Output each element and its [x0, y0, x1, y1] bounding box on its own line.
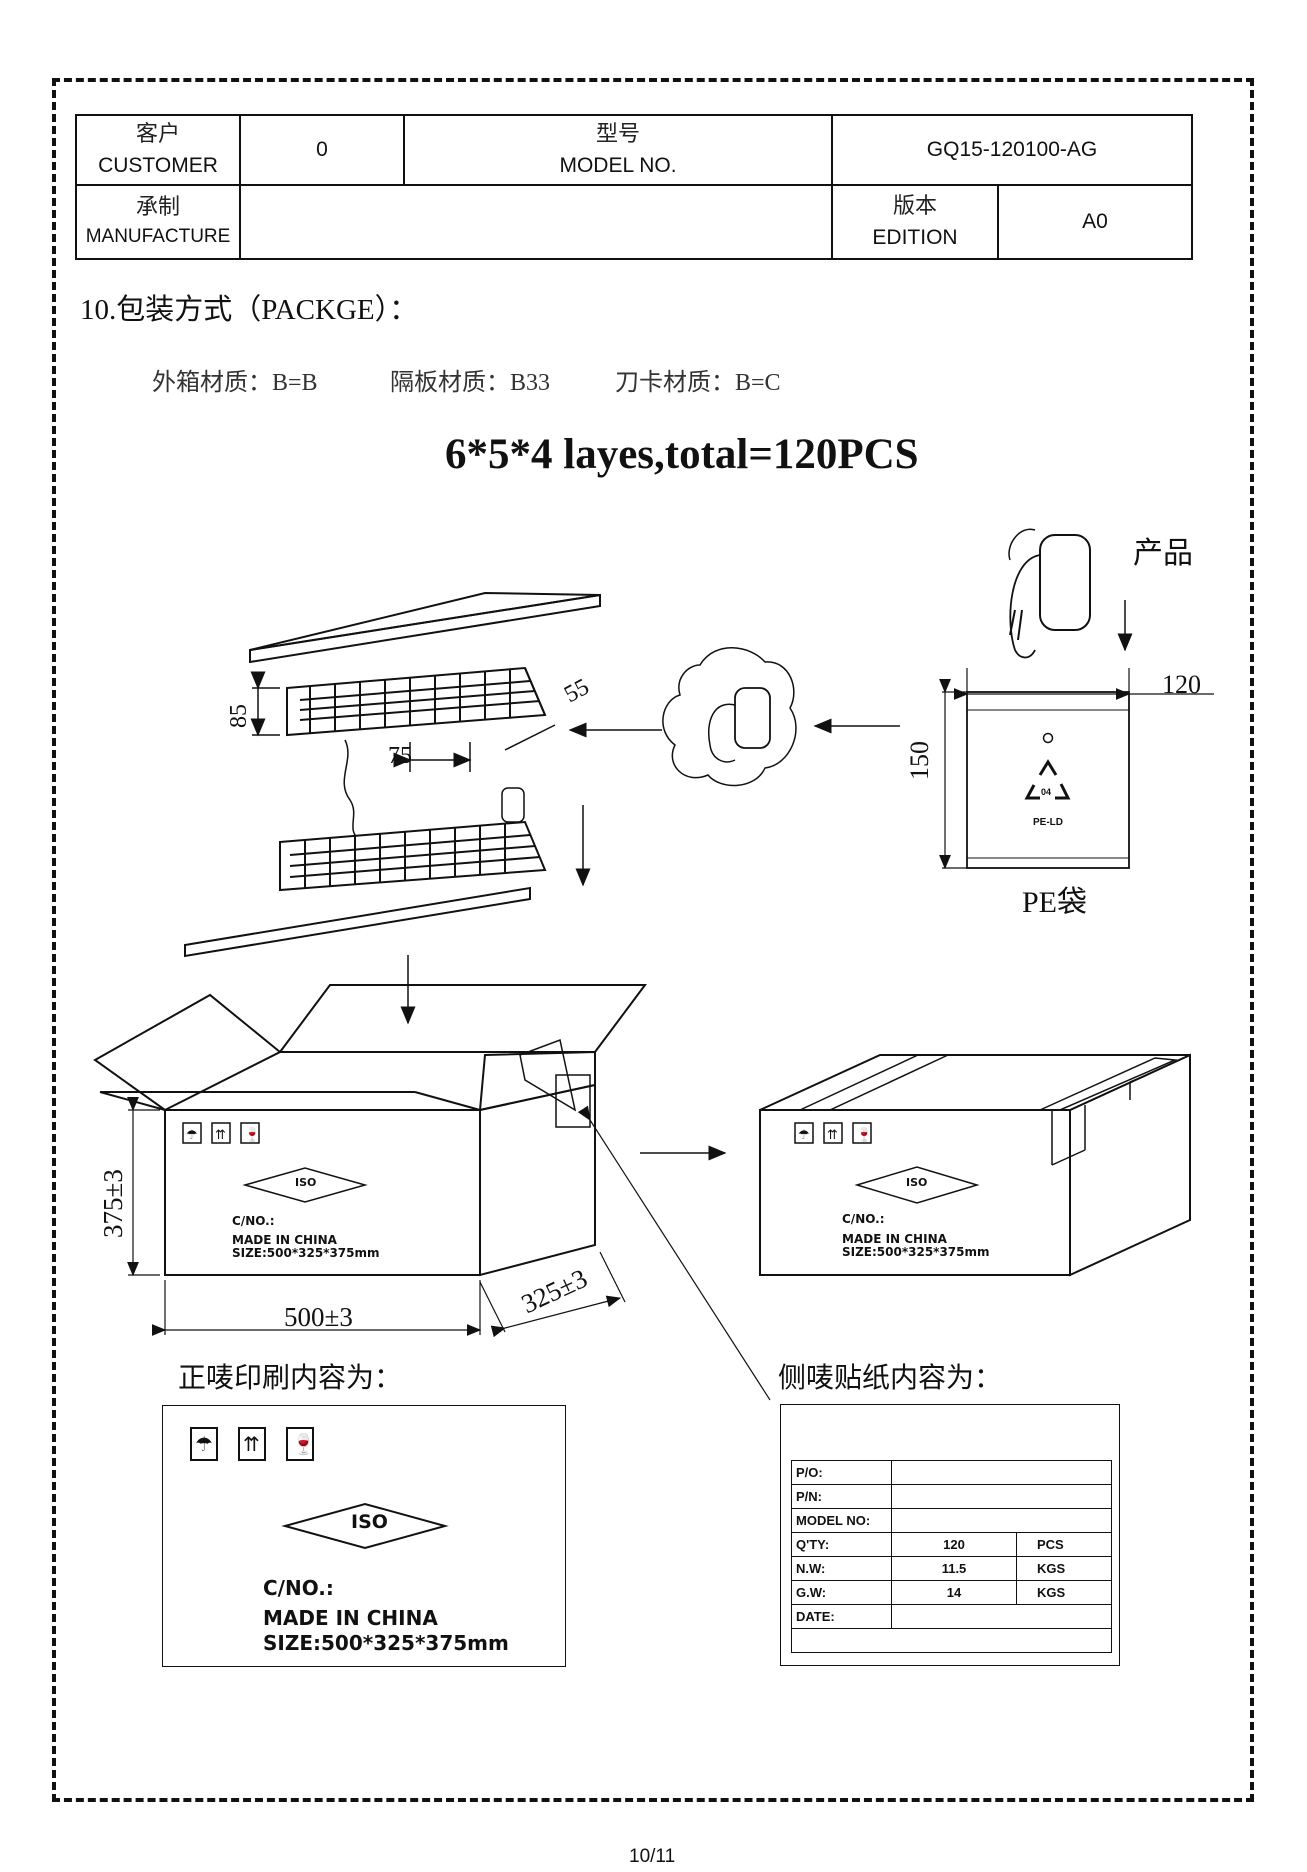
adapter-cloud	[662, 647, 797, 787]
open-box-iso: ISO	[295, 1176, 317, 1189]
material-knife-card: 刀卡材质：B=C	[615, 370, 781, 396]
customer-value: 0	[239, 114, 405, 186]
box-length-dimension: 500±3	[284, 1302, 353, 1332]
pe-bag-label: PE袋	[1022, 886, 1088, 919]
recycle-icon	[1024, 759, 1071, 800]
partition-pitch-dimension: 75	[388, 743, 412, 769]
svg-text:⇈: ⇈	[215, 1127, 226, 1142]
closed-box-made-in: MADE IN CHINA	[842, 1232, 947, 1246]
front-print-title: 正唛印刷内容为：	[178, 1363, 403, 1394]
svg-text:☂: ☂	[195, 1434, 213, 1456]
material-outer-box: 外箱材质：B=B	[152, 370, 318, 396]
lower-partition-grid	[279, 820, 547, 892]
closed-box-cno: C/NO.:	[842, 1212, 885, 1226]
page-border	[52, 78, 1254, 1802]
bag-height-dimension: 150	[905, 741, 934, 780]
upper-partition-grid	[286, 666, 547, 737]
sticker-row: P/O:	[791, 1460, 1112, 1485]
packing-headline: 6*5*4 layes,total=120PCS	[445, 431, 919, 478]
section-title: 10.包装方式（PACKGE）：	[80, 294, 419, 326]
svg-text:⇈: ⇈	[827, 1127, 838, 1142]
material-partition: 隔板材质：B33	[390, 370, 551, 396]
closed-box-size: SIZE:500*325*375mm	[842, 1245, 990, 1259]
sticker-row: P/N:	[791, 1484, 1112, 1509]
front-print-made-in: MADE IN CHINA	[263, 1606, 438, 1630]
front-print-panel: ☂ ⇈ 🍷 ISO C/NO.: MADE IN CHINA SIZE:500*32…	[162, 1405, 566, 1667]
open-box-size: SIZE:500*325*375mm	[232, 1246, 380, 1260]
open-box-cno: C/NO.:	[232, 1214, 275, 1228]
top-board	[249, 593, 601, 664]
partition-height-dimension: 85	[226, 704, 252, 728]
recycle-material: PE-LD	[1033, 817, 1063, 828]
svg-text:🍷: 🍷	[291, 1432, 316, 1456]
front-print-size: SIZE:500*325*375mm	[263, 1631, 509, 1655]
front-print-cno: C/NO.:	[263, 1576, 334, 1600]
bag-width-dimension: 120	[1162, 670, 1201, 699]
svg-text:🍷: 🍷	[244, 1127, 260, 1142]
product-label: 产品	[1133, 537, 1193, 570]
closed-box	[759, 1053, 1191, 1277]
product-adapter-icon	[1008, 528, 1091, 659]
front-print-iso: ISO	[351, 1511, 388, 1533]
open-box	[93, 984, 647, 1277]
small-adapter-icon	[501, 787, 525, 823]
sticker-row: MODEL NO:	[791, 1508, 1112, 1533]
bottom-board	[184, 886, 531, 958]
model-value: GQ15-120100-AG	[831, 114, 1193, 186]
box-height-dimension: 375±3	[98, 1169, 128, 1238]
closed-box-iso: ISO	[906, 1176, 928, 1189]
side-sticker-title: 侧唛贴纸内容为：	[778, 1363, 1003, 1394]
manufacture-value	[239, 184, 833, 260]
svg-text:⇈: ⇈	[243, 1434, 260, 1456]
front-print-graphics: ☂ ⇈ 🍷	[190, 1427, 449, 1550]
svg-text:🍷: 🍷	[856, 1127, 872, 1142]
edition-value: A0	[997, 184, 1193, 260]
svg-text:☂: ☂	[186, 1127, 198, 1142]
sticker-row: DATE:	[791, 1604, 1112, 1629]
page-number: 10/11	[629, 1846, 676, 1867]
recycle-code: 04	[1041, 787, 1052, 797]
pe-bag	[966, 691, 1130, 869]
sticker-row	[791, 1628, 1112, 1653]
svg-text:☂: ☂	[798, 1127, 810, 1142]
open-box-made-in: MADE IN CHINA	[232, 1233, 337, 1247]
